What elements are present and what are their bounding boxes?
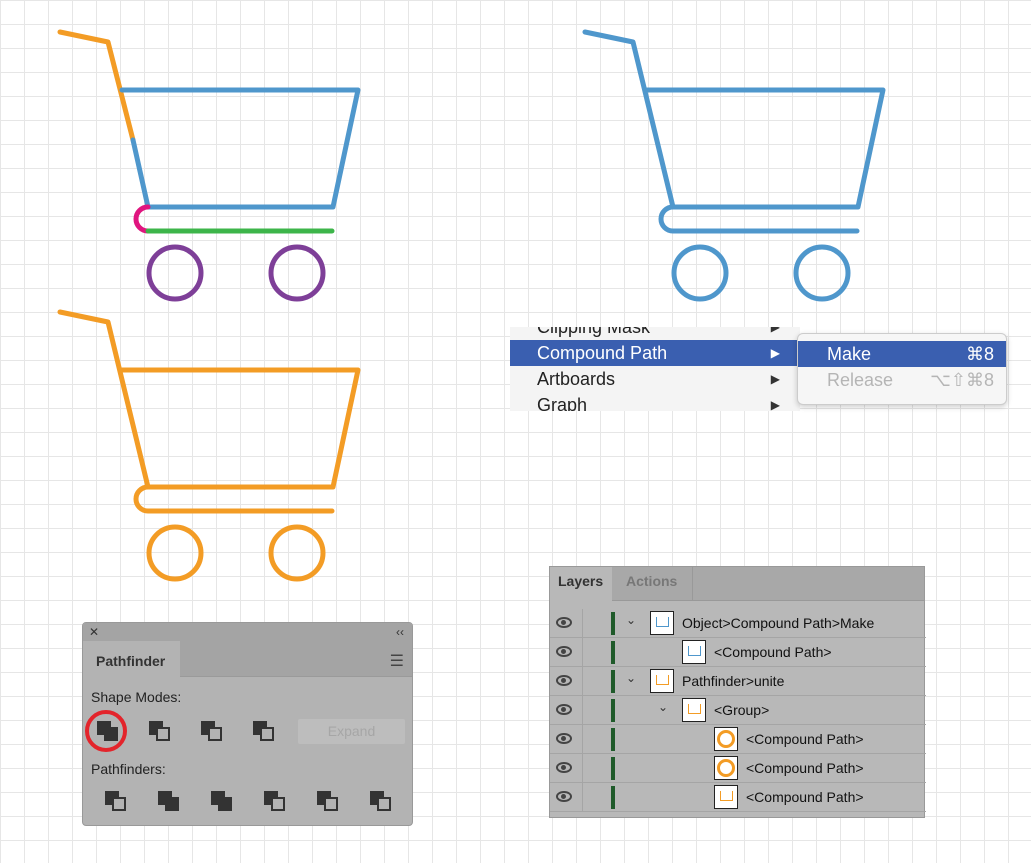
- layer-row[interactable]: ⌄ Pathfinder>unite: [550, 667, 926, 696]
- layer-thumbnail: [714, 756, 738, 780]
- layer-name: <Compound Path>: [714, 644, 832, 660]
- layer-row[interactable]: <Compound Path>: [550, 754, 926, 783]
- layer-name: <Compound Path>: [746, 789, 864, 805]
- submenu-arrow-icon: ▶: [770, 372, 780, 386]
- menu-item-clipping-mask[interactable]: Clipping Mask▶: [510, 327, 800, 340]
- layer-thumbnail: [650, 669, 674, 693]
- trim-icon[interactable]: [158, 791, 182, 813]
- tab-layers[interactable]: Layers: [550, 567, 612, 602]
- chevron-down-icon[interactable]: ⌄: [626, 613, 637, 627]
- minus-back-icon[interactable]: [370, 791, 394, 813]
- submenu-arrow-icon: ▶: [770, 398, 780, 411]
- panel-menu-icon[interactable]: ☰: [389, 653, 404, 670]
- pathfinders-label: Pathfinders:: [91, 761, 166, 777]
- menu-item-release: Release⌥⇧⌘8: [827, 370, 994, 390]
- cart-unite: [57, 309, 361, 582]
- layer-color-bar: [611, 699, 615, 722]
- layer-color-bar: [611, 641, 615, 664]
- expand-button: Expand: [298, 719, 405, 744]
- crop-icon[interactable]: [264, 791, 288, 813]
- exclude-icon[interactable]: [253, 721, 277, 743]
- tab-actions[interactable]: Actions: [618, 567, 693, 601]
- menu-item-artboards[interactable]: Artboards▶: [510, 366, 800, 392]
- layer-color-bar: [611, 612, 615, 635]
- chevron-down-icon[interactable]: ⌄: [658, 700, 669, 714]
- layer-row[interactable]: <Compound Path>: [550, 725, 926, 754]
- menu-item-graph[interactable]: Graph▶: [510, 392, 800, 411]
- eye-icon[interactable]: [556, 704, 572, 715]
- layer-color-bar: [611, 670, 615, 693]
- eye-icon[interactable]: [556, 733, 572, 744]
- compound-path-submenu: Make⌘8 Release⌥⇧⌘8: [797, 333, 1007, 405]
- close-icon[interactable]: ✕: [89, 625, 100, 639]
- layer-name: <Compound Path>: [746, 731, 864, 747]
- eye-icon[interactable]: [556, 646, 572, 657]
- layer-row[interactable]: ⌄ <Group>: [550, 696, 926, 725]
- layer-row[interactable]: <Compound Path>: [550, 638, 926, 667]
- layer-thumbnail: [714, 785, 738, 809]
- minus-front-icon[interactable]: [149, 721, 173, 743]
- submenu-arrow-icon: ▶: [770, 346, 780, 360]
- merge-icon[interactable]: [211, 791, 235, 813]
- layer-name: Object>Compound Path>Make: [682, 615, 875, 631]
- eye-icon[interactable]: [556, 617, 572, 628]
- menu-item-make[interactable]: Make⌘8: [798, 341, 1006, 367]
- layer-color-bar: [611, 786, 615, 809]
- layer-thumbnail: [682, 640, 706, 664]
- layer-name: <Group>: [714, 702, 770, 718]
- intersect-icon[interactable]: [201, 721, 225, 743]
- layer-color-bar: [611, 757, 615, 780]
- layer-thumbnail: [714, 727, 738, 751]
- layer-row[interactable]: ⌄ Object>Compound Path>Make: [550, 609, 926, 638]
- layer-name: <Compound Path>: [746, 760, 864, 776]
- layer-color-bar: [611, 728, 615, 751]
- chevron-down-icon[interactable]: ⌄: [626, 671, 637, 685]
- layer-row[interactable]: <Compound Path>: [550, 783, 926, 812]
- eye-icon[interactable]: [556, 675, 572, 686]
- eye-icon[interactable]: [556, 762, 572, 773]
- tab-pathfinder[interactable]: Pathfinder: [83, 641, 180, 678]
- outline-icon[interactable]: [317, 791, 341, 813]
- pathfinder-panel: ✕ ‹‹ Pathfinder ☰ Shape Modes: Pathfinde…: [82, 622, 413, 826]
- submenu-arrow-icon: ▶: [770, 327, 780, 334]
- layer-name: Pathfinder>unite: [682, 673, 785, 689]
- cart-multicolor: [57, 29, 361, 302]
- cart-compound-path: [582, 29, 886, 302]
- layer-thumbnail: [682, 698, 706, 722]
- eye-icon[interactable]: [556, 791, 572, 802]
- layers-panel: Layers Actions ⌄ Object>Compound Path>Mak…: [549, 566, 926, 818]
- layer-thumbnail: [650, 611, 674, 635]
- shape-modes-label: Shape Modes:: [91, 689, 182, 705]
- menu-item-compound-path[interactable]: Compound Path▶: [510, 340, 800, 366]
- selection-ring: [85, 710, 127, 752]
- divide-icon[interactable]: [105, 791, 129, 813]
- collapse-icon[interactable]: ‹‹: [396, 625, 404, 639]
- object-menu: Clipping Mask▶ Compound Path▶ Artboards▶…: [510, 327, 800, 411]
